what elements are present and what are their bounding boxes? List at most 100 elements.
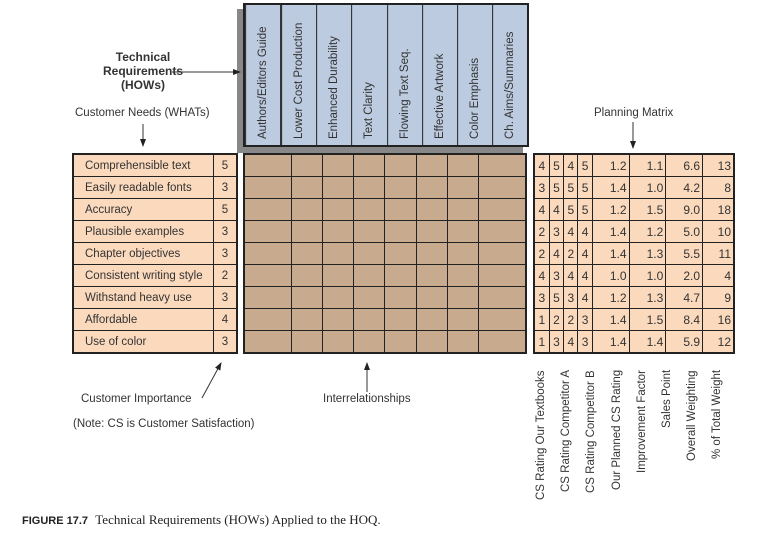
interrelationship-cell — [353, 220, 386, 243]
interrelationship-cell — [384, 153, 417, 177]
planning-cell: 5 — [548, 176, 565, 199]
need-name: Plausible examples — [72, 220, 214, 243]
arrow — [201, 362, 222, 399]
interrelationship-cell — [321, 286, 355, 309]
interrelationship-row — [243, 242, 527, 265]
interrelationship-cell — [415, 286, 449, 309]
interrelationship-row — [243, 153, 527, 177]
interrelationship-cell — [243, 176, 292, 199]
planning-cell: 8.4 — [665, 308, 703, 331]
interrelationship-cell — [353, 242, 386, 265]
customer-importance-label: Customer Importance — [81, 393, 192, 405]
planning-cell: 5 — [548, 286, 565, 309]
need-importance: 3 — [213, 220, 238, 243]
interrelationship-cell — [384, 330, 417, 354]
need-importance: 3 — [213, 286, 238, 309]
planning-cell: 4 — [563, 264, 579, 287]
planning-cell: 1.2 — [628, 220, 667, 243]
planning-cell: 5 — [577, 176, 593, 199]
interrelationship-cell — [447, 198, 480, 221]
planning-cell: 3 — [533, 176, 550, 199]
planning-cell: 3 — [577, 308, 593, 331]
interrelationship-cell — [447, 286, 480, 309]
interrelationship-cell — [290, 198, 323, 221]
interrelationship-cell — [415, 198, 449, 221]
interrelationship-cell — [415, 330, 449, 354]
planning-cell: 3 — [577, 330, 593, 354]
interrelationship-cell — [290, 330, 323, 354]
interrelationship-cell — [415, 220, 449, 243]
planning-cell: 1.3 — [628, 286, 667, 309]
planning-column-label: CS Rating Competitor B — [585, 370, 598, 493]
planning-cell: 3 — [563, 286, 579, 309]
planning-cell: 1.4 — [628, 330, 667, 354]
planning-cell: 4.2 — [665, 176, 703, 199]
interrelationship-cell — [384, 286, 417, 309]
planning-cell: 4 — [577, 286, 593, 309]
interrelationship-cell — [478, 308, 527, 331]
planning-cell: 4 — [548, 242, 565, 265]
planning-cell: 1.2 — [591, 286, 630, 309]
planning-cell: 10 — [702, 220, 735, 243]
planning-cell: 2 — [563, 308, 579, 331]
interrelationship-cell — [290, 153, 323, 177]
need-importance: 3 — [213, 242, 238, 265]
need-name: Comprehensible text — [72, 153, 214, 177]
interrelationship-cell — [384, 264, 417, 287]
interrelationship-row — [243, 308, 527, 331]
need-importance: 4 — [213, 308, 238, 331]
interrelationship-cell — [353, 198, 386, 221]
interrelationship-row — [243, 264, 527, 287]
planning-cell: 4.7 — [665, 286, 703, 309]
interrelationship-cell — [321, 264, 355, 287]
planning-cell: 1.2 — [591, 198, 630, 221]
planning-cell: 4 — [563, 330, 579, 354]
planning-cell: 4 — [548, 198, 565, 221]
interrelationship-cell — [243, 153, 292, 177]
need-importance: 2 — [213, 264, 238, 287]
interrelationship-cell — [321, 198, 355, 221]
interrelationship-cell — [384, 176, 417, 199]
planning-cell: 5 — [577, 153, 593, 177]
interrelationship-cell — [290, 242, 323, 265]
planning-cell: 4 — [577, 264, 593, 287]
planning-column-label: Sales Point — [661, 370, 673, 429]
planning-cell: 2 — [533, 220, 550, 243]
interrelationship-cell — [447, 242, 480, 265]
need-name: Accuracy — [72, 198, 214, 221]
planning-cell: 2 — [533, 242, 550, 265]
planning-cell: 8 — [702, 176, 735, 199]
interrelationship-cell — [353, 330, 386, 354]
interrelationship-cell — [290, 286, 323, 309]
interrelationship-cell — [447, 220, 480, 243]
planning-cell: 16 — [702, 308, 735, 331]
planning-column-label: CS Rating Our Textbooks — [535, 370, 547, 500]
need-importance: 5 — [213, 198, 238, 221]
need-importance: 3 — [213, 330, 238, 354]
planning-column-label: CS Rating Competitor A — [560, 370, 573, 493]
planning-column-label: Improvement Factor — [635, 370, 648, 473]
planning-cell: 9 — [702, 286, 735, 309]
interrelationships-label: Interrelationships — [323, 393, 411, 405]
interrelationship-cell — [415, 153, 449, 177]
planning-cell: 3 — [548, 264, 565, 287]
planning-cell: 1.0 — [591, 264, 630, 287]
interrelationship-cell — [243, 242, 292, 265]
interrelationship-cell — [321, 242, 355, 265]
planning-cell: 3 — [548, 220, 565, 243]
technical-requirements-header: Authors/Editors Guide Lower Cost Product… — [243, 3, 529, 147]
planning-cell: 4 — [577, 242, 593, 265]
interrelationship-cell — [353, 286, 386, 309]
